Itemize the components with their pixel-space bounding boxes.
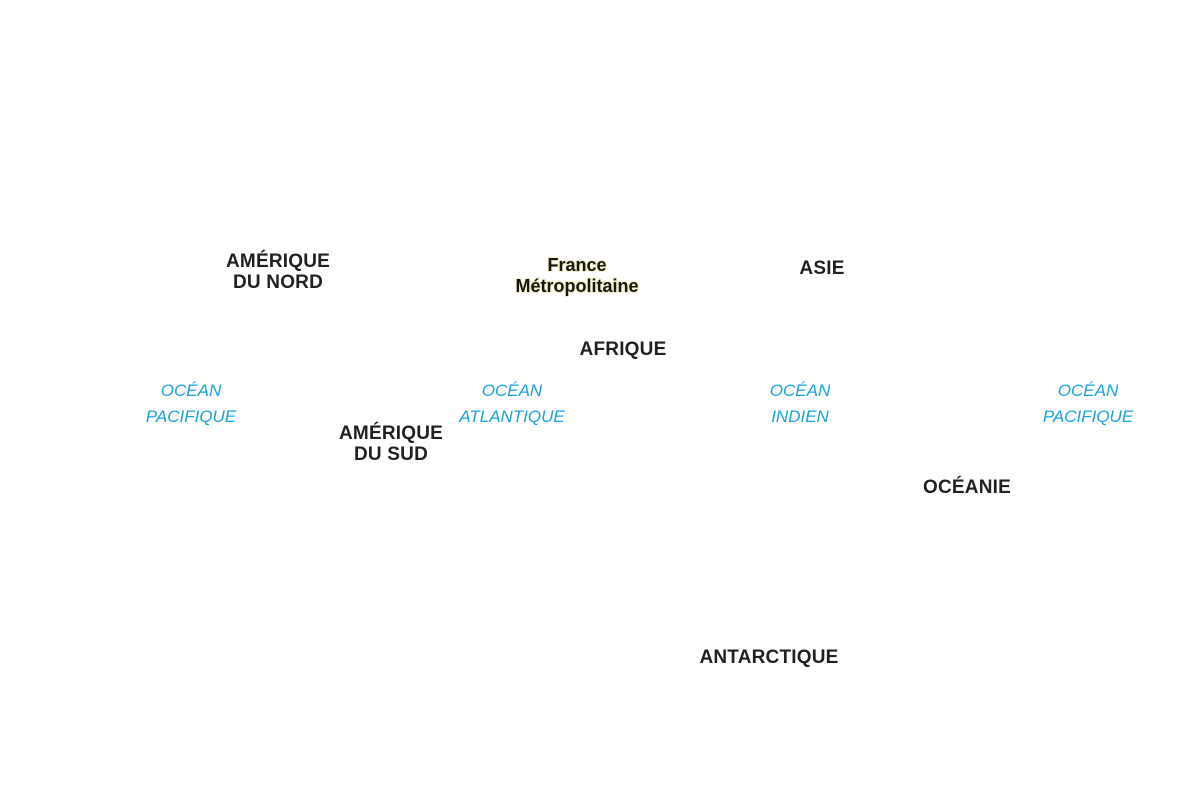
indian-line1: OCÉAN xyxy=(769,381,831,400)
label-pacific-ocean-west: OCÉAN PACIFIQUE xyxy=(146,378,236,430)
pacific-east-line2: PACIFIQUE xyxy=(1042,407,1134,426)
label-atlantic-ocean: OCÉAN ATLANTIQUE xyxy=(459,378,564,430)
oceania-text: OCÉANIE xyxy=(923,477,1011,498)
atlantic-line1: OCÉAN xyxy=(481,381,543,400)
pacific-west-line2: PACIFIQUE xyxy=(145,407,237,426)
pacific-west-line1: OCÉAN xyxy=(160,381,222,400)
france-line1: France xyxy=(547,255,607,275)
atlantic-line2: ATLANTIQUE xyxy=(459,407,565,426)
north-america-line2: DU NORD xyxy=(232,272,324,293)
indian-line2: INDIEN xyxy=(771,407,829,426)
label-pacific-ocean-east: OCÉAN PACIFIQUE xyxy=(1043,378,1133,430)
south-america-line2: DU SUD xyxy=(353,444,429,465)
label-indian-ocean: OCÉAN INDIEN xyxy=(770,378,830,430)
antarctica-text: ANTARCTIQUE xyxy=(699,647,839,668)
label-asia: ASIE xyxy=(799,258,844,279)
asia-text: ASIE xyxy=(799,258,845,279)
south-america-line1: AMÉRIQUE xyxy=(339,423,443,444)
label-north-america: AMÉRIQUE DU NORD xyxy=(226,251,330,293)
pacific-east-line1: OCÉAN xyxy=(1057,381,1119,400)
africa-text: AFRIQUE xyxy=(579,339,667,360)
label-antarctica: ANTARCTIQUE xyxy=(699,647,838,668)
label-africa: AFRIQUE xyxy=(580,339,667,360)
france-line2: Métropolitaine xyxy=(515,276,639,296)
north-america-line1: AMÉRIQUE xyxy=(226,251,330,272)
label-france-metropolitaine: France Métropolitaine xyxy=(515,255,638,297)
label-south-america: AMÉRIQUE DU SUD xyxy=(339,423,443,465)
label-oceania: OCÉANIE xyxy=(923,477,1011,498)
